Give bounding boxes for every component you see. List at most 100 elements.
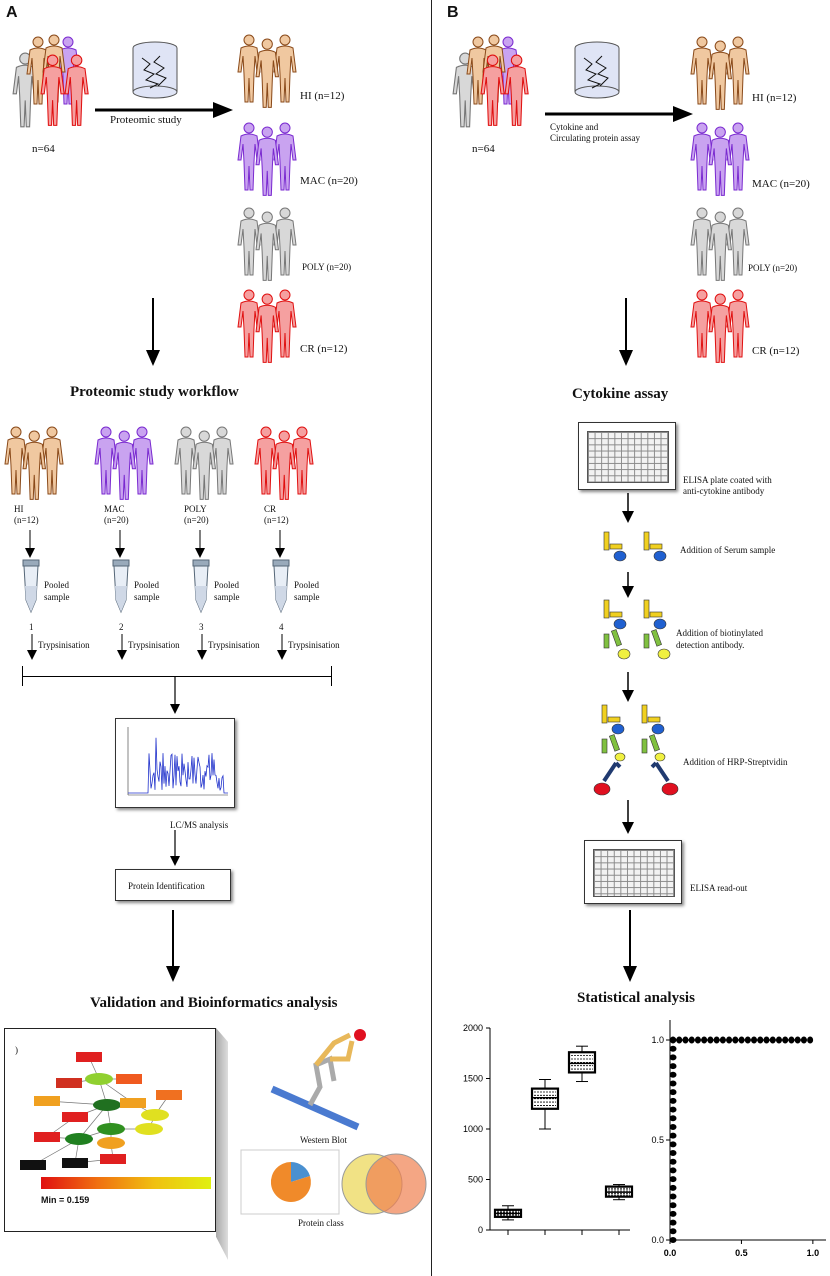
biotin-step-line2: detection antibody.: [676, 640, 745, 650]
hrp-streptavidin-icon: [593, 704, 679, 796]
data-point: [669, 1202, 677, 1209]
network-node: [65, 1133, 93, 1145]
antigen: [613, 550, 627, 562]
step-arrow-1: [622, 493, 634, 523]
workflow-group-label: CR: [264, 504, 277, 514]
data-point: [669, 1080, 677, 1087]
hrp-enzyme: [593, 782, 611, 796]
network-node: [34, 1132, 60, 1142]
right-hi-label: HI (n=12): [752, 92, 797, 104]
data-point: [669, 1141, 677, 1148]
data-point: [669, 1167, 677, 1174]
hi-group-icon: [237, 34, 297, 108]
validation-title: Validation and Bioinformatics analysis: [90, 995, 338, 1011]
assay-label-2: Circulating protein assay: [550, 133, 640, 143]
workflow-group-icon: [254, 426, 314, 500]
data-point: [669, 1210, 677, 1217]
data-point: [769, 1036, 776, 1044]
network-node: [156, 1090, 182, 1100]
sample-label: sample: [134, 592, 160, 602]
sample-tube-icon: [22, 559, 40, 614]
tube-number: 1: [29, 622, 34, 632]
sample-tube-icon: [112, 559, 130, 614]
capture-antibody: [601, 704, 608, 724]
proteomic-study-label: Proteomic study: [110, 114, 182, 126]
pie-chart-icon: [240, 1149, 340, 1215]
tryp-arrow: [277, 634, 287, 660]
heat-gradient-bar: [41, 1177, 211, 1189]
data-point: [669, 1150, 677, 1157]
capture-antibody: [641, 704, 648, 724]
step-arrow-4: [622, 800, 634, 834]
antigen: [653, 618, 667, 630]
to-protein-id-arrow: [170, 830, 180, 866]
x-tick-label: 1.0: [807, 1248, 820, 1258]
y-tick-label: 1.0: [651, 1035, 664, 1045]
elisa-readout-plate: [584, 840, 682, 904]
data-point: [732, 1036, 739, 1044]
network-node: [20, 1160, 46, 1170]
network-node: [93, 1099, 121, 1111]
network-node: [100, 1154, 126, 1164]
assay-cylinder-icon: [574, 41, 620, 99]
data-point: [669, 1237, 677, 1243]
sample-tube-icon: [192, 559, 210, 614]
tryp-arrow: [27, 634, 37, 660]
data-point: [669, 1071, 677, 1078]
right-cr-group-icon: [690, 289, 750, 363]
network-node: [76, 1052, 102, 1062]
workflow-down-arrow: [115, 530, 125, 558]
detection-antibody: [648, 734, 660, 752]
assay-label-1: Cytokine and: [550, 122, 599, 132]
workflow-group-n: (n=20): [104, 515, 129, 525]
data-point: [794, 1036, 801, 1044]
network-panel: ) Min = 0.159: [4, 1028, 216, 1232]
data-point: [676, 1036, 683, 1044]
pooled-label: Pooled: [44, 580, 70, 590]
left-mac-label: MAC (n=20): [300, 175, 358, 187]
tryp-arrow: [117, 634, 127, 660]
trypsinisation-label: Trypsinisation: [38, 640, 90, 650]
proteomic-workflow-title: Proteomic study workflow: [70, 384, 239, 400]
left-crowd-icon: [12, 34, 89, 128]
step-arrow-2: [622, 572, 634, 598]
capture-antibody: [643, 599, 650, 619]
trypsin-bracket: [22, 666, 332, 686]
network-node: [62, 1158, 88, 1168]
data-point: [800, 1036, 807, 1044]
capture-antibody: [603, 599, 610, 619]
western-blot-label: Western Blot: [300, 1135, 348, 1145]
y-tick-label: 1000: [463, 1124, 483, 1134]
step-arrow-3: [622, 672, 634, 702]
data-point: [688, 1036, 695, 1044]
antigen: [613, 618, 627, 630]
capture-antibody: [643, 531, 650, 551]
protein-class-label: Protein class: [298, 1218, 344, 1228]
network-min-label: Min = 0.159: [41, 1195, 90, 1205]
biotin: [657, 648, 671, 660]
panel-divider: [431, 0, 432, 1276]
data-point: [807, 1036, 814, 1044]
antigen: [653, 550, 667, 562]
biotin-step-line1: Addition of biotinylated: [676, 628, 763, 638]
data-point: [669, 1184, 677, 1191]
right-poly-label: POLY (n=20): [748, 263, 798, 273]
elisa-coated-line2: anti-cytokine antibody: [683, 486, 765, 496]
elisa-readout-label: ELISA read-out: [690, 883, 748, 893]
workflow-group-n: (n=12): [264, 515, 289, 525]
workflow-down-arrow: [195, 530, 205, 558]
detection-antibody: [610, 629, 622, 647]
data-point: [713, 1036, 720, 1044]
data-point: [669, 1219, 677, 1226]
pooled-label: Pooled: [294, 580, 320, 590]
workflow-group-icon: [4, 426, 64, 500]
network-node: [56, 1078, 82, 1088]
left-poly-label: POLY (n=20): [302, 262, 352, 272]
network-node: [141, 1109, 169, 1121]
data-point: [669, 1115, 677, 1122]
data-point: [738, 1036, 745, 1044]
tube-number: 4: [279, 622, 284, 632]
western-blot-icon: [270, 1029, 366, 1131]
sample-label: sample: [294, 592, 320, 602]
